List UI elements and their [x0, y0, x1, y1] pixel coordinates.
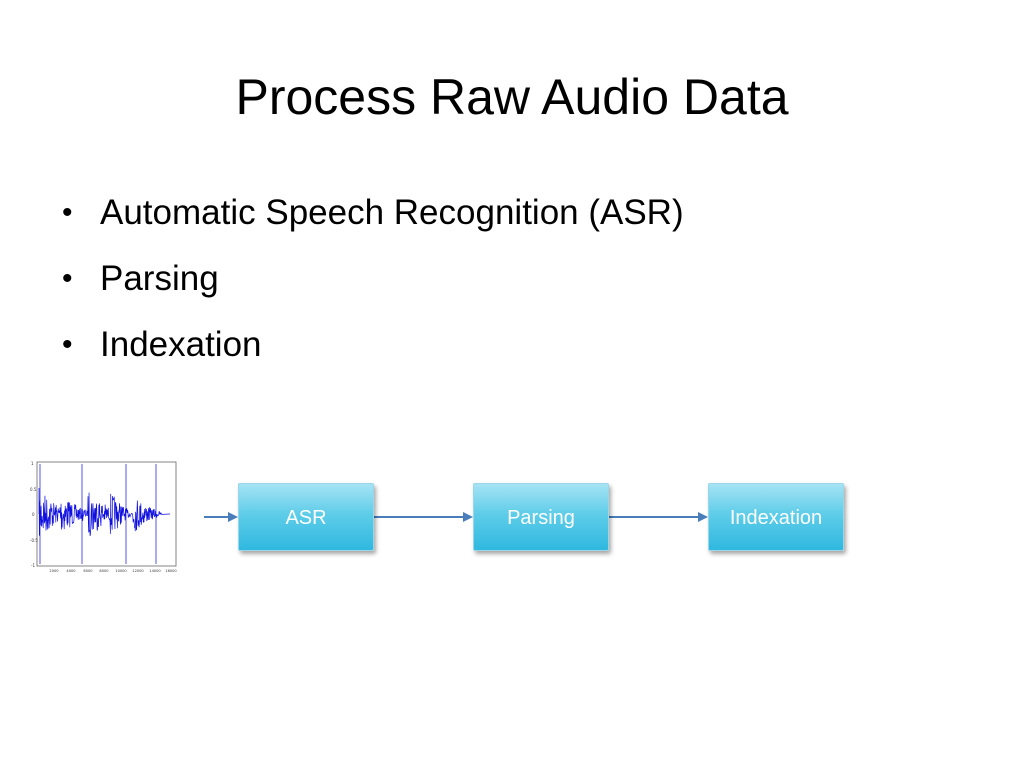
y-tick-label: -1 [31, 563, 35, 568]
bullet-dot: • [62, 262, 73, 295]
y-tick-label: 0.5 [30, 487, 37, 492]
pipeline-step-parsing: Parsing [473, 483, 609, 551]
bullet-text: Indexation [100, 325, 262, 364]
bullet-text: Parsing [100, 259, 219, 298]
bullet-item: • Parsing [62, 254, 684, 304]
x-tick-labels: 2000 4000 6000 8000 10000 12000 14000 16… [49, 569, 177, 573]
x-tick-label: 6000 [83, 569, 93, 573]
bullet-list: • Automatic Speech Recognition (ASR) • P… [62, 188, 684, 386]
x-tick-label: 12000 [132, 569, 144, 573]
bullet-dot: • [62, 196, 73, 229]
x-tick-label: 16000 [165, 569, 177, 573]
waveform-trace [38, 464, 171, 564]
y-tick-label: 1 [31, 461, 34, 466]
bullet-dot: • [62, 328, 73, 361]
x-tick-label: 10000 [115, 569, 127, 573]
bullet-item: • Indexation [62, 320, 684, 370]
y-tick-label: 0 [32, 512, 35, 517]
y-tick-labels: 1 0.5 0 -0.5 -1 [30, 461, 38, 568]
bullet-item: • Automatic Speech Recognition (ASR) [62, 188, 684, 238]
x-tick-label: 14000 [149, 569, 161, 573]
bullet-text: Automatic Speech Recognition (ASR) [100, 193, 684, 232]
x-tick-label: 8000 [99, 569, 109, 573]
y-tick-label: -0.5 [30, 538, 38, 543]
pipeline-step-indexation: Indexation [708, 483, 844, 551]
slide-title: Process Raw Audio Data [235, 69, 789, 125]
x-tick-label: 2000 [49, 569, 59, 573]
audio-waveform-image: 1 0.5 0 -0.5 -1 2000 4000 6000 8000 1000… [30, 461, 177, 573]
pipeline-step-asr: ASR [238, 483, 374, 551]
x-tick-label: 4000 [66, 569, 76, 573]
